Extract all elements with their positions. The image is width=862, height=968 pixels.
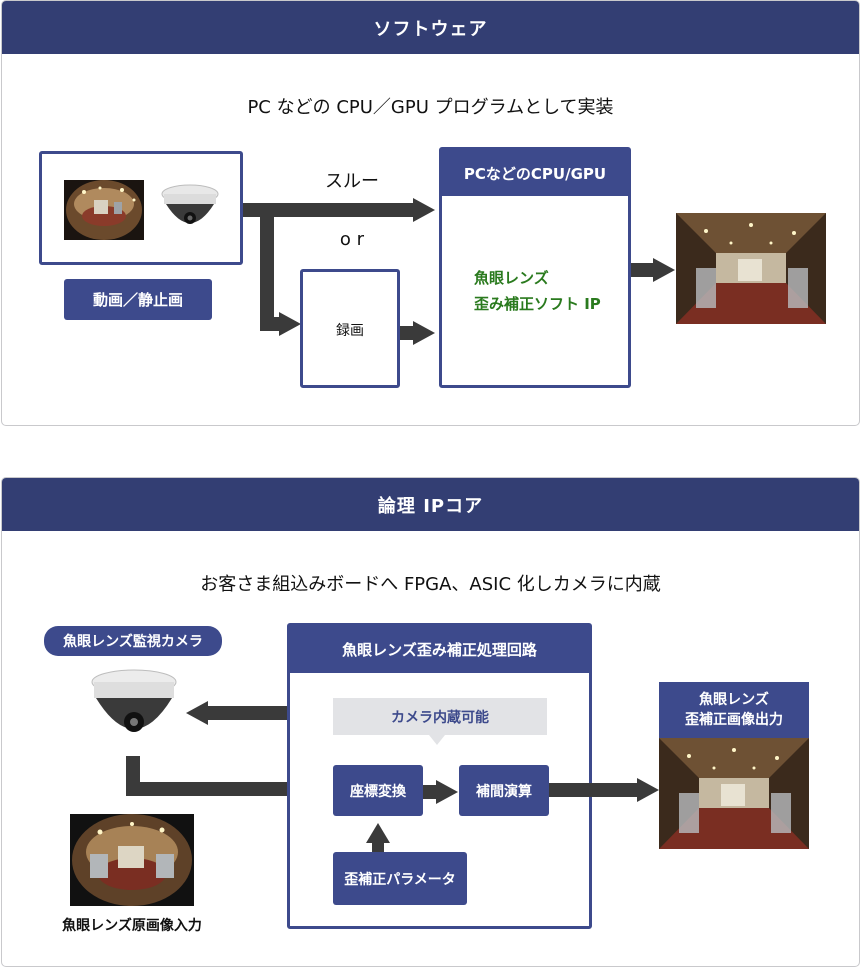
output-connector: [631, 263, 655, 277]
ip-line1: 魚眼レンズ: [474, 269, 549, 287]
main-connector: [243, 203, 415, 217]
branch-horizontal: [260, 317, 280, 331]
output-line2: 歪補正画像出力: [685, 712, 783, 728]
interp-to-output-connector: [549, 783, 639, 797]
circuit-title: 魚眼レンズ歪み補正処理回路: [290, 626, 589, 673]
record-label: 録画: [336, 323, 364, 339]
ipcore-subtitle: お客さま組込みボードへ FPGA、ASIC 化しカメラに内蔵: [200, 574, 661, 595]
raw-fisheye-image: [70, 814, 194, 906]
raw-input-label: 魚眼レンズ原画像入力: [62, 918, 202, 934]
camera-to-circuit-connector: [126, 782, 333, 796]
software-panel: ソフトウェア PC などの CPU／GPU プログラムとして実装: [1, 0, 860, 426]
to-camera-arrowhead: [186, 701, 208, 725]
camera-label: 魚眼レンズ監視カメラ: [44, 626, 222, 656]
fisheye-thumbnail: [64, 180, 144, 240]
or-label: o r: [339, 229, 365, 250]
input-label: 動画／静止画: [64, 279, 212, 320]
software-subtitle: PC などの CPU／GPU プログラムとして実装: [247, 97, 614, 118]
ipcore-header: 論理 IPコア: [2, 478, 859, 531]
coord-conversion-block: 座標変換: [333, 765, 423, 816]
ipcore-panel: 論理 IPコア お客さま組込みボードへ FPGA、ASIC 化しカメラに内蔵 魚…: [1, 477, 860, 967]
cpu-gpu-box: PCなどのCPU/GPU 魚眼レンズ 歪み補正ソフト IP: [439, 147, 631, 388]
record-in-arrowhead: [279, 312, 301, 336]
record-box: 録画: [300, 269, 400, 388]
camera-builtin-tag: カメラ内蔵可能: [333, 698, 547, 745]
record-out-connector: [400, 326, 415, 340]
param-up-connector: [372, 842, 384, 852]
dome-camera-large-icon: [88, 668, 180, 748]
output-label-box: 魚眼レンズ 歪補正画像出力: [659, 682, 809, 738]
output-arrowhead: [653, 258, 675, 282]
ip-line2: 歪み補正ソフト IP: [474, 295, 601, 313]
coord-to-interp-connector: [423, 785, 437, 799]
distortion-param-block: 歪補正パラメータ: [333, 852, 467, 905]
output-line1: 魚眼レンズ: [699, 692, 769, 708]
corrected-output-image-2: [659, 738, 809, 849]
record-out-arrowhead: [413, 321, 435, 345]
through-arrowhead: [413, 198, 435, 222]
interpolation-block: 補間演算: [459, 765, 549, 816]
software-header: ソフトウェア: [2, 1, 859, 54]
interp-to-output-arrowhead: [637, 778, 659, 802]
coord-to-interp-arrowhead: [436, 780, 458, 804]
corrected-output-image: [676, 213, 826, 324]
cpu-gpu-title: PCなどのCPU/GPU: [442, 150, 628, 196]
through-label: スルー: [325, 171, 379, 192]
dome-camera-icon: [160, 184, 220, 236]
branch-vertical: [260, 203, 274, 331]
param-up-arrowhead: [366, 823, 390, 843]
input-source-box: [39, 151, 243, 265]
